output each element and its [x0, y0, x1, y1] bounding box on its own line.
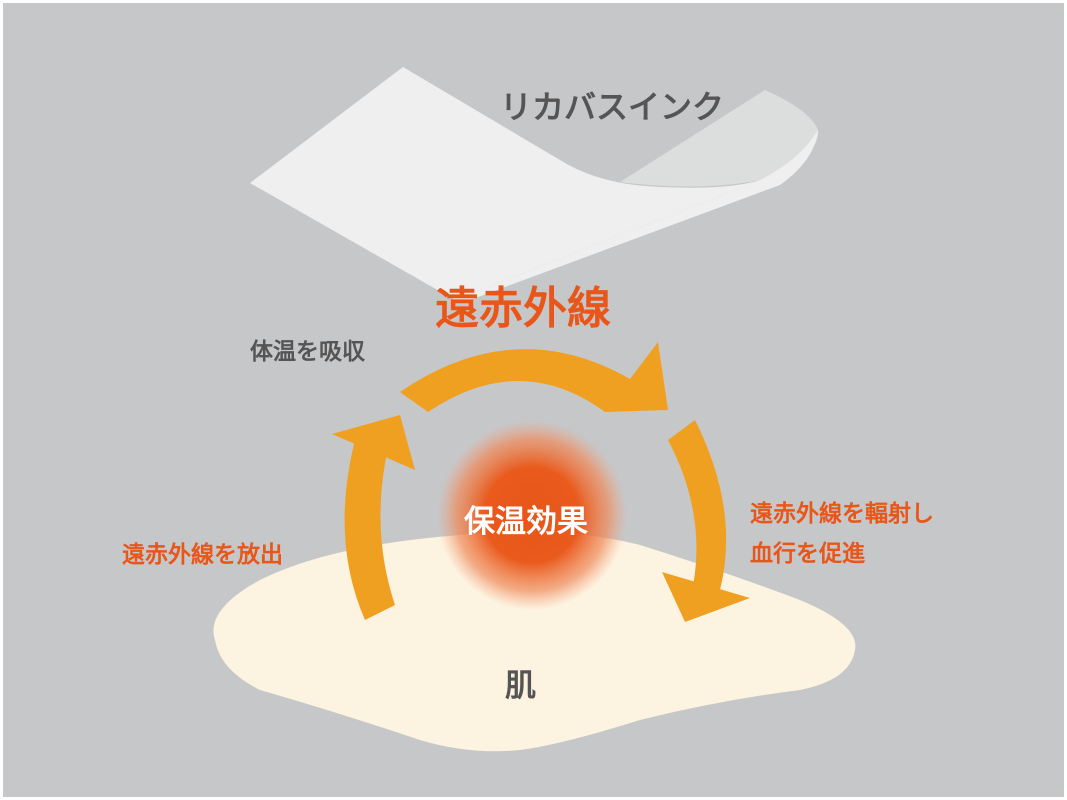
- arrow-right: [668, 420, 727, 600]
- radiate-label-line1: 遠赤外線を輻射し: [750, 501, 934, 527]
- center-label: 保温効果: [464, 504, 588, 540]
- warmth-glow: [437, 420, 627, 610]
- arrow-left-head: [332, 415, 415, 470]
- arrow-left: [344, 440, 395, 620]
- radiate-label-line2: 血行を促進: [750, 541, 865, 567]
- radiate-label: 遠赤外線を輻射し 血行を促進: [750, 494, 934, 574]
- skin-label: 肌: [505, 668, 536, 704]
- far-infrared-title: 遠赤外線: [435, 283, 611, 334]
- arrow-top-head: [605, 342, 668, 412]
- arrow-top: [400, 349, 640, 412]
- absorb-label: 体温を吸収: [250, 339, 365, 365]
- arrow-right-head: [662, 572, 750, 622]
- emit-label: 遠赤外線を放出: [122, 542, 283, 568]
- cycle-arrows: [332, 342, 750, 622]
- sheet-illustration: [250, 67, 819, 300]
- sheet-label: リカバスインク: [500, 88, 725, 126]
